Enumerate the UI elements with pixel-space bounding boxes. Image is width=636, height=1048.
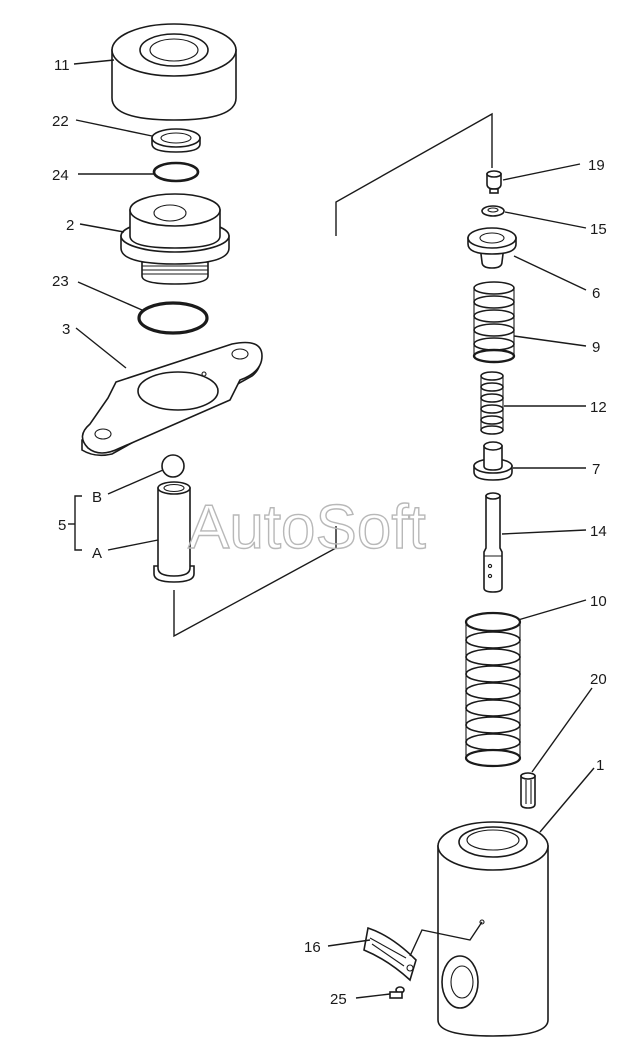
part-11-cap [111, 23, 237, 121]
part-25-screw [389, 986, 405, 999]
part-7-seat [473, 441, 513, 481]
label-6: 6 [592, 285, 600, 302]
label-9: 9 [592, 339, 600, 356]
label-10: 10 [590, 593, 607, 610]
part-16-clip [363, 926, 417, 982]
part-12-spring [480, 371, 504, 435]
label-20: 20 [590, 671, 607, 688]
label-b: B [92, 489, 102, 506]
label-3: 3 [62, 321, 70, 338]
part-14-spool [483, 492, 503, 593]
label-15: 15 [590, 221, 607, 238]
label-25: 25 [330, 991, 347, 1008]
label-19: 19 [588, 157, 605, 174]
leader-lines [68, 59, 595, 999]
label-23: 23 [52, 273, 69, 290]
part-5a-sleeve [153, 481, 195, 583]
label-11: 11 [54, 57, 70, 74]
label-22: 22 [52, 113, 69, 130]
part-1-body [437, 821, 549, 1037]
label-2: 2 [66, 217, 74, 234]
part-22-washer [151, 128, 201, 153]
label-a: A [92, 545, 102, 562]
part-19-screw [486, 170, 502, 194]
part-3-flange [81, 341, 263, 457]
label-14: 14 [590, 523, 607, 540]
label-12: 12 [590, 399, 607, 416]
label-5: 5 [58, 517, 66, 534]
part-10-spring [464, 611, 522, 768]
watermark: AutoSoft [188, 493, 426, 562]
part-labels: 11 22 24 2 23 3 B 5 A 19 15 6 9 12 7 14 … [52, 57, 607, 1008]
part-24-oring [152, 161, 200, 183]
part-15-washer [481, 205, 505, 217]
label-24: 24 [52, 167, 69, 184]
part-9-spring [472, 281, 516, 364]
part-2-plug [120, 193, 230, 285]
label-16: 16 [304, 939, 321, 956]
part-23-oring [137, 301, 209, 335]
part-6-seat [467, 227, 517, 269]
part-5b-ball [161, 454, 185, 478]
label-1: 1 [596, 757, 604, 774]
label-7: 7 [592, 461, 600, 478]
part-20-pin [520, 772, 536, 809]
